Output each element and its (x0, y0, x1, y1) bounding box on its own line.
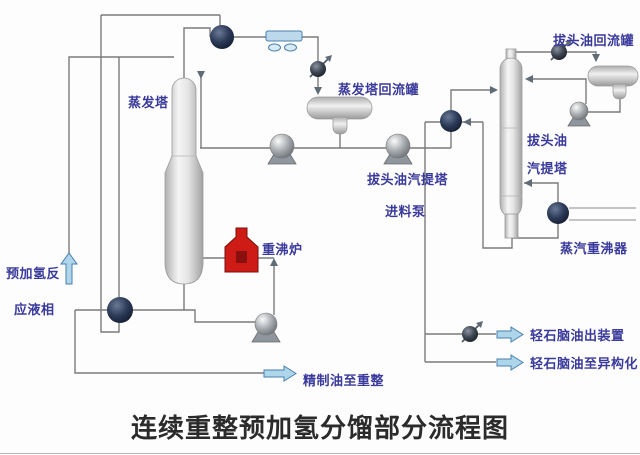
pipe-network (68, 14, 636, 374)
pipe-evap-overhead (183, 27, 211, 78)
label-light-naphtha-out: 轻石脑油出装置 (530, 328, 625, 344)
label-light-naphtha-isom: 轻石脑油至异构化 (530, 356, 638, 372)
naphtha-isom-arrow-icon (496, 354, 524, 371)
overhead-oil-reflux-drum-vessel (587, 65, 639, 100)
pipe-top-header (101, 14, 221, 27)
label-stripper-line2: 汽提塔 (527, 161, 568, 177)
arrowhead-furnace-riser (270, 258, 278, 266)
pump-icon (385, 133, 411, 159)
label-reboiler-furnace: 重沸炉 (262, 242, 303, 258)
pipe-refined-oil-line (74, 310, 264, 374)
pipe-stripper-bottoms (482, 122, 513, 249)
arrowhead-into-overhead-drum (592, 54, 600, 62)
pump-base (251, 331, 281, 343)
air-cooler (265, 30, 303, 52)
label-steam-reboiler: 蒸汽重沸器 (560, 241, 628, 257)
drum-boot (332, 116, 348, 135)
pump-icon (254, 312, 278, 336)
stripper-feed-pump (383, 133, 413, 165)
evaporation-tower-shell (164, 77, 204, 285)
air-cooler-fan-icon (268, 43, 281, 52)
label-overhead-oil-reflux-drum: 拔头油回流罐 (553, 33, 634, 49)
stripper-shell (499, 57, 523, 217)
pipe-exchanger-u-loop (100, 15, 120, 333)
furnace-body (224, 227, 259, 273)
valve-body-icon (462, 326, 478, 342)
equipment-labels: 蒸发塔 蒸发塔回流罐 拔头油回流罐 拔头油汽提塔 进料泵 拔头油 汽提塔 蒸汽重… (6, 33, 638, 389)
label-feed-pump: 进料泵 (385, 204, 426, 220)
pipe-feed-riser (68, 56, 174, 257)
evaporation-tower (164, 77, 204, 285)
pipe-steam-stubs (569, 207, 636, 221)
naphtha-outlet-control-valve (461, 321, 483, 343)
drum-boot (612, 83, 627, 100)
evap-overhead-control-valve (309, 55, 332, 78)
valve-arrow-icon (476, 321, 483, 328)
overhead-oil-stripper-column (499, 48, 523, 239)
stripper-reflux-pump (567, 101, 591, 127)
label-overhead-oil-stripper: 拔头油汽提塔 (367, 172, 449, 188)
pipe-bottoms-header (75, 309, 256, 323)
stripper-feed-exchanger-icon (440, 110, 462, 132)
valve-arrow-icon (565, 39, 572, 46)
feed-bottoms-exchanger-icon (107, 297, 133, 323)
drum-shell (306, 96, 373, 120)
pipe-reboiler-loop (512, 182, 559, 239)
valve-arrow-icon (325, 55, 332, 62)
label-evaporator: 蒸发塔 (128, 95, 169, 111)
arrowhead-onto-evap-dome (197, 71, 205, 79)
evap-reflux-drum (306, 96, 373, 135)
reboiler-furnace (224, 227, 259, 273)
arrowhead-into-exchanger (463, 118, 471, 126)
pump-icon (569, 101, 589, 121)
label-evap-reflux-drum: 蒸发塔回流罐 (338, 82, 419, 98)
diagram-title: 连续重整预加氢分馏部分流程图 (131, 413, 509, 444)
overhead-exchanger-icon (210, 25, 234, 49)
arrowhead-into-reflux-drum (314, 87, 322, 95)
valve-body-icon (310, 61, 326, 77)
valve-body-icon (551, 44, 567, 60)
feed-in-arrow-icon (60, 252, 78, 285)
label-feed-line1: 预加氢反 (6, 266, 60, 282)
drum-shell (587, 65, 639, 87)
stream-arrows (60, 252, 524, 382)
reboiler-circulation-pump (251, 312, 281, 343)
arrowhead-stripper-feed (490, 86, 498, 94)
air-cooler-fan-icon (284, 43, 297, 52)
flow-arrowheads (197, 54, 600, 266)
pump-icon (269, 133, 295, 159)
label-stripper-line1: 拔头油 (527, 133, 568, 149)
stripper-bottom-section (504, 213, 519, 239)
stripper-top-nozzle (505, 48, 517, 60)
steam-reboiler-icon (547, 202, 569, 224)
furnace-firebox (236, 251, 247, 263)
label-feed-line2: 应液相 (14, 302, 55, 318)
stripper-overhead-control-valve (550, 39, 572, 61)
label-refined-oil-out: 精制油至重整 (303, 373, 385, 389)
pipe-stripper-feed (450, 89, 491, 148)
arrowhead-reboiler-return (524, 179, 532, 187)
arrowhead-stripper-reflux (525, 75, 533, 83)
naphtha-out-arrow-icon (496, 326, 524, 343)
refined-oil-arrow-icon (263, 365, 297, 382)
air-cooler-bundle (265, 30, 303, 42)
pipe-stripper-reflux (528, 78, 621, 113)
evap-reflux-pump (267, 133, 297, 165)
